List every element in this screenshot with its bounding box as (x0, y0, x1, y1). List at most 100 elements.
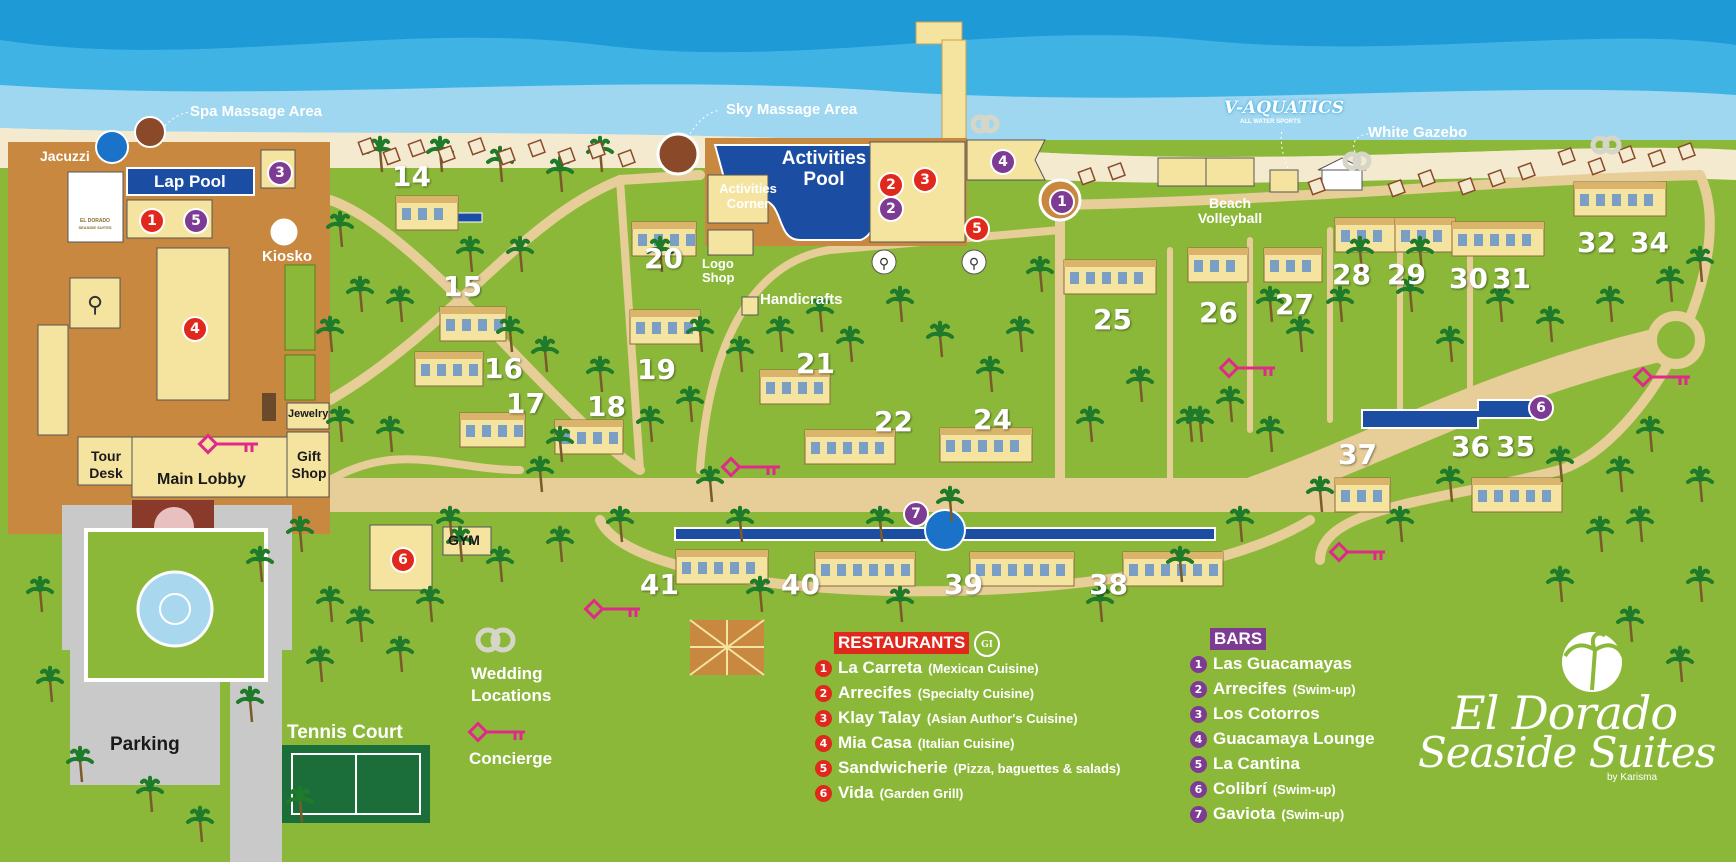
beach-umbrella (527, 139, 546, 158)
palm-tree-icon (1126, 365, 1154, 403)
legend-desc: (Mexican Cuisine) (928, 660, 1039, 676)
fountain (136, 570, 214, 648)
restaurants-title: RESTAURANTS (834, 632, 970, 654)
beach-umbrella (1307, 177, 1326, 196)
villa-building (1573, 181, 1667, 217)
tour-desk-label: Tour Desk (89, 448, 123, 481)
palm-tree-icon (376, 415, 404, 453)
palm-tree-icon (186, 805, 214, 843)
building-number: 31 (1492, 262, 1531, 295)
palm-tree-icon (806, 295, 834, 333)
legend-name: Los Cotorros (1213, 704, 1320, 723)
restroom-icon: ⚲ (961, 249, 987, 275)
wedding-rings-icon (970, 114, 1000, 134)
palm-tree-icon (1666, 645, 1694, 683)
palm-tree-icon (1436, 465, 1464, 503)
building-number: 34 (1630, 226, 1669, 259)
side-building (37, 324, 69, 436)
bar-4-marker: 4 (990, 149, 1016, 175)
shallow-water (0, 84, 1736, 140)
palm-tree-icon (26, 575, 54, 613)
building-number: 35 (1496, 430, 1535, 463)
concierge-keys (197, 357, 1690, 743)
legend-name: Sandwicherie (838, 758, 948, 777)
palm-tree-icon (1596, 285, 1624, 323)
beach-umbrella (1487, 169, 1506, 188)
svg-text:⚲: ⚲ (969, 256, 979, 272)
bars-title: BARS (1210, 628, 1267, 650)
legend-number: 3 (815, 709, 832, 727)
beach-umbrella (1077, 167, 1096, 186)
palm-tree-icon (546, 525, 574, 563)
palm-tree-icon (1536, 305, 1564, 343)
wedding-rings-icon (1590, 135, 1622, 155)
villa-building (969, 551, 1075, 587)
garden-plot (284, 264, 316, 351)
palm-tree-icon (586, 355, 614, 393)
legend-name: Guacamaya Lounge (1213, 729, 1375, 748)
legend-desc: (Swim-up) (1292, 681, 1356, 697)
activities-corner-box (707, 174, 769, 224)
legend-name: Arrecifes (838, 683, 912, 702)
building-number: 36 (1451, 430, 1490, 463)
palm-tree-icon (1486, 285, 1514, 323)
palm-tree-icon (1686, 465, 1714, 503)
building-number: 24 (973, 403, 1012, 436)
legend-name: La Cantina (1213, 754, 1300, 773)
restaurant-1-marker: 1 (139, 208, 165, 234)
beach-umbrella (467, 137, 486, 156)
beach-umbrella (1107, 162, 1126, 181)
beach-umbrella (1457, 177, 1476, 196)
building-clusters (395, 181, 1667, 587)
activities-pool-label: Activities Pool (781, 148, 867, 190)
restaurant-3-marker: 3 (912, 167, 938, 193)
bar-5-marker: 5 (183, 208, 209, 234)
bar-6-marker: 6 (1528, 395, 1554, 421)
spa-massage-label: Spa Massage Area (190, 103, 323, 120)
legend-desc: (Garden Grill) (879, 785, 964, 801)
palm-tree-icon (1086, 585, 1114, 623)
kiosko-label: Kiosko (262, 248, 313, 265)
beach-umbrella (382, 147, 401, 166)
key-icon (720, 456, 780, 478)
building-number: 28 (1332, 258, 1371, 291)
building-number: 26 (1199, 296, 1238, 329)
palm-tree-icon (1026, 255, 1054, 293)
legend-number: 3 (1190, 705, 1207, 723)
beach-umbrella (617, 149, 636, 168)
wedding-locations-label: Wedding Locations (471, 664, 552, 705)
sky-massage-hut (656, 132, 700, 176)
villa-building (439, 306, 507, 342)
beach-umbrella (1417, 169, 1436, 188)
villa-building (1187, 247, 1249, 283)
legend-name: La Carreta (838, 658, 923, 677)
palm-tree-icon (346, 275, 374, 313)
palm-tree-icon (236, 685, 264, 723)
gazebo-callout (1353, 133, 1371, 153)
legend-desc: (Italian Cuisine) (917, 735, 1015, 751)
palm-tree-icon (546, 425, 574, 463)
vaquatics-sub: ALL WATER SPORTS (1240, 119, 1301, 125)
legend-number: 2 (815, 684, 832, 702)
palm-tree-icon (886, 585, 914, 623)
palm-tree-icon (836, 325, 864, 363)
bar-1-marker: 1 (1049, 189, 1075, 215)
parking-label: Parking (110, 734, 180, 755)
main-lobby-label: Main Lobby (157, 471, 246, 488)
palm-tree-icon (1636, 415, 1664, 453)
villa-building (629, 309, 701, 345)
beach-umbrella (587, 141, 606, 160)
hotel-sign-line2: SEASIDE SUITES (78, 225, 112, 230)
legend-number: 1 (815, 659, 832, 677)
legend-desc: (Asian Author's Cuisine) (926, 710, 1078, 726)
palm-tree-icon (386, 635, 414, 673)
building-number: 37 (1338, 438, 1377, 471)
palm-tree-icon (1686, 565, 1714, 603)
villa-building (414, 351, 484, 387)
building-number: 39 (944, 568, 983, 601)
main-lobby-box (131, 436, 288, 498)
hotel-sign-line1: EL DORADO (80, 218, 110, 224)
activities-corner-label: Activities Corner (719, 181, 777, 211)
building-number: 40 (781, 568, 820, 601)
